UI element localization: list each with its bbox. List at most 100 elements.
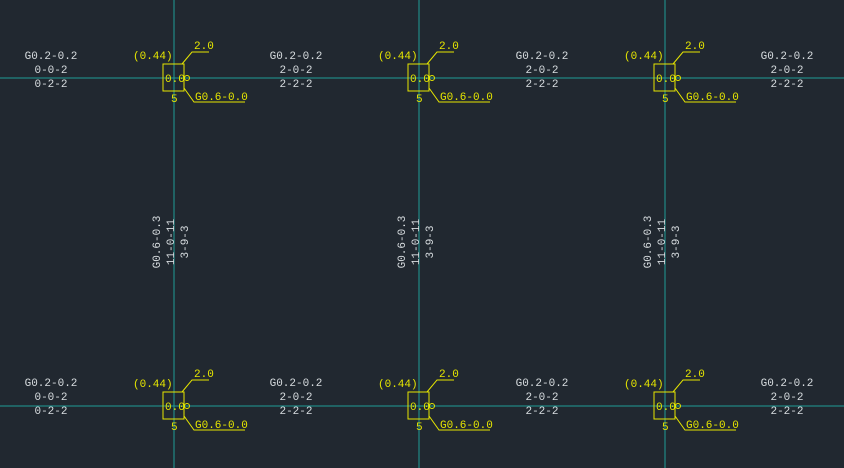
column-annotation-r2-c1[interactable]: (0.44) 2.0 0.0 G0.6-0.0 5	[133, 369, 248, 434]
column-top-label: 2.0	[685, 41, 705, 53]
column-box	[407, 63, 430, 92]
column-shear-label: G0.6-0.0	[686, 92, 739, 104]
beam-label-vertical-1: G0.6-0.3 11-0-11 3-9-3	[152, 216, 192, 269]
beam-label-r1-c3: G0.2-0.2 2-0-2 2-2-2	[516, 51, 569, 91]
beam-label-line: 2-2-2	[525, 406, 558, 418]
beam-label-r2-c1: G0.2-0.2 0-0-2 0-2-2	[25, 378, 78, 418]
beam-label-r1-c1: G0.2-0.2 0-0-2 0-2-2	[25, 51, 78, 91]
column-annotation-r1-c1[interactable]: (0.44) 2.0 0.0 G0.6-0.0 5	[133, 41, 248, 106]
column-box-label: 0.0	[165, 74, 185, 86]
beam-label-line: G0.6-0.3	[643, 216, 655, 269]
beam-label-line: 3-9-3	[671, 225, 683, 258]
beam-label-line: G0.2-0.2	[761, 51, 814, 63]
column-bottom-label: 5	[662, 422, 669, 434]
column-box	[653, 63, 676, 92]
beam-label-r2-c3: G0.2-0.2 2-0-2 2-2-2	[516, 378, 569, 418]
column-marker-icon	[184, 403, 190, 409]
beam-label-line: 2-2-2	[770, 79, 803, 91]
column-annotation-r2-c3[interactable]: (0.44) 2.0 0.0 G0.6-0.0 5	[624, 369, 739, 434]
column-top-label: 2.0	[439, 369, 459, 381]
column-box	[653, 391, 676, 420]
beam-label-line: G0.2-0.2	[761, 378, 814, 390]
column-box	[162, 391, 185, 420]
column-marker-icon	[675, 403, 681, 409]
column-top-label: 2.0	[439, 41, 459, 53]
leader-line-top	[181, 379, 209, 393]
beam-label-line: 2-2-2	[279, 406, 312, 418]
beam-label-line: 11-0-11	[411, 219, 423, 266]
beam-label-r2-c4: G0.2-0.2 2-0-2 2-2-2	[761, 378, 814, 418]
column-shear-label: G0.6-0.0	[195, 420, 248, 432]
beam-label-line: 3-9-3	[180, 225, 192, 258]
column-shear-label: G0.6-0.0	[440, 92, 493, 104]
column-top-label: 2.0	[194, 41, 214, 53]
leader-line-top	[672, 51, 700, 65]
beam-label-line: G0.6-0.3	[397, 216, 409, 269]
beam-label-line: G0.2-0.2	[270, 378, 323, 390]
column-box-label: 0.0	[410, 74, 430, 86]
column-ratio-label: (0.44)	[378, 379, 418, 391]
beam-label-line: 2-0-2	[279, 392, 312, 404]
beam-label-line: G0.6-0.3	[152, 216, 164, 269]
beam-label-line: 2-2-2	[525, 79, 558, 91]
column-ratio-label: (0.44)	[133, 51, 173, 63]
column-annotation-r2-c2[interactable]: (0.44) 2.0 0.0 G0.6-0.0 5	[378, 369, 493, 434]
column-marker-icon	[675, 75, 681, 81]
column-bottom-label: 5	[662, 94, 669, 106]
column-box-label: 0.0	[410, 402, 430, 414]
beam-label-vertical-3: G0.6-0.3 11-0-11 3-9-3	[643, 216, 683, 269]
beam-label-line: 2-0-2	[770, 65, 803, 77]
beam-label-line: G0.2-0.2	[25, 378, 78, 390]
beam-label-vertical-2: G0.6-0.3 11-0-11 3-9-3	[397, 216, 437, 269]
beam-label-line: G0.2-0.2	[25, 51, 78, 63]
beam-label-line: 0-0-2	[34, 392, 67, 404]
leader-line-top	[181, 51, 209, 65]
column-bottom-label: 5	[171, 422, 178, 434]
beam-label-line: 2-0-2	[279, 65, 312, 77]
leader-line-bottom	[183, 415, 245, 431]
leader-line-top	[672, 379, 700, 393]
leader-line-bottom	[674, 87, 736, 103]
beam-label-line: 11-0-11	[657, 219, 669, 266]
column-ratio-label: (0.44)	[378, 51, 418, 63]
beam-label-line: 0-2-2	[34, 79, 67, 91]
column-shear-label: G0.6-0.0	[686, 420, 739, 432]
leader-line-bottom	[428, 415, 490, 431]
column-box-label: 0.0	[165, 402, 185, 414]
beam-label-line: 2-0-2	[770, 392, 803, 404]
column-shear-label: G0.6-0.0	[195, 92, 248, 104]
beam-label-line: 2-2-2	[770, 406, 803, 418]
beam-label-line: 2-0-2	[525, 392, 558, 404]
leader-line-bottom	[674, 415, 736, 431]
beam-label-line: G0.2-0.2	[516, 378, 569, 390]
column-ratio-label: (0.44)	[624, 51, 664, 63]
column-top-label: 2.0	[194, 369, 214, 381]
beam-label-r1-c4: G0.2-0.2 2-0-2 2-2-2	[761, 51, 814, 91]
beam-label-line: 2-0-2	[525, 65, 558, 77]
column-box	[162, 63, 185, 92]
column-shear-label: G0.6-0.0	[440, 420, 493, 432]
column-marker-icon	[184, 75, 190, 81]
beam-label-line: 3-9-3	[425, 225, 437, 258]
column-ratio-label: (0.44)	[133, 379, 173, 391]
column-annotation-r1-c2[interactable]: (0.44) 2.0 0.0 G0.6-0.0 5	[378, 41, 493, 106]
column-marker-icon	[429, 75, 435, 81]
beam-label-line: G0.2-0.2	[516, 51, 569, 63]
column-marker-icon	[429, 403, 435, 409]
beam-label-line: G0.2-0.2	[270, 51, 323, 63]
beam-label-line: 0-0-2	[34, 65, 67, 77]
beam-label-line: 2-2-2	[279, 79, 312, 91]
column-annotation-r1-c3[interactable]: (0.44) 2.0 0.0 G0.6-0.0 5	[624, 41, 739, 106]
column-box	[407, 391, 430, 420]
column-bottom-label: 5	[416, 422, 423, 434]
column-ratio-label: (0.44)	[624, 379, 664, 391]
column-bottom-label: 5	[416, 94, 423, 106]
beam-label-line: 0-2-2	[34, 406, 67, 418]
beam-label-line: 11-0-11	[166, 219, 178, 266]
leader-line-top	[426, 379, 454, 393]
beam-label-r1-c2: G0.2-0.2 2-0-2 2-2-2	[270, 51, 323, 91]
column-box-label: 0.0	[656, 402, 676, 414]
column-box-label: 0.0	[656, 74, 676, 86]
leader-line-bottom	[428, 87, 490, 103]
